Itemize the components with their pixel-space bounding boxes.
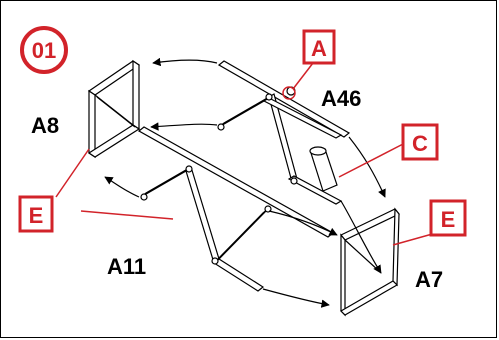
- callout-a-label: A: [311, 36, 327, 61]
- callout-e-left: E: [18, 195, 54, 233]
- assembly-arrows: [104, 57, 386, 308]
- callout-a: A: [302, 29, 336, 65]
- label-a11: A11: [107, 254, 146, 279]
- part-a11-truss: [137, 126, 335, 292]
- step-number: 01: [32, 38, 56, 63]
- callout-e-left-label: E: [29, 203, 44, 228]
- step-badge: 01: [20, 26, 68, 74]
- part-a8-frame: [87, 59, 141, 159]
- label-a7: A7: [415, 267, 443, 292]
- highlight-circle: [282, 86, 296, 100]
- part-a7-frame: [340, 207, 400, 317]
- callout-c-label: C: [412, 131, 428, 156]
- label-a46: A46: [321, 86, 361, 111]
- callout-e-right-label: E: [441, 207, 456, 232]
- label-a8: A8: [31, 113, 59, 138]
- part-c-cylinder: [309, 146, 338, 192]
- callout-c: C: [401, 123, 439, 161]
- callout-e-right: E: [429, 199, 467, 237]
